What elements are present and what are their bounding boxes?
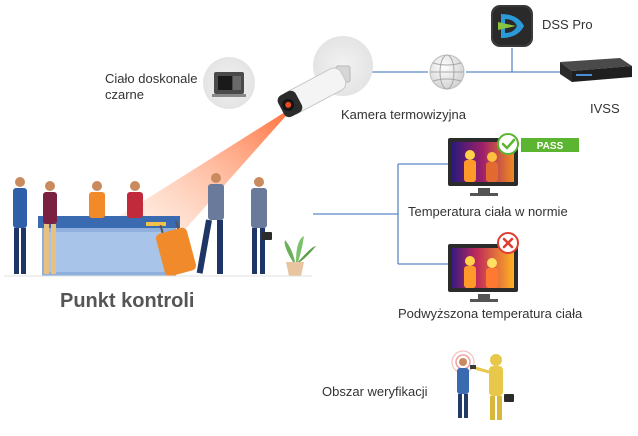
verification-label: Obszar weryfikacji	[322, 384, 428, 399]
x-circle-icon	[497, 232, 519, 254]
connection-lines	[313, 48, 560, 265]
globe-network-icon	[429, 54, 465, 90]
camera-label: Kamera termowizyjna	[341, 107, 466, 122]
traveler-figures	[155, 173, 272, 277]
dss-pro-app-icon	[491, 5, 533, 47]
ivss-recorder-icon	[560, 58, 632, 82]
dss-pro-label: DSS Pro	[542, 17, 593, 32]
potted-plant	[284, 236, 316, 276]
high-temp-label: Podwyższona temperatura ciała	[398, 306, 583, 321]
high-temp-monitor	[448, 244, 518, 302]
checkpoint-counter	[38, 216, 180, 276]
thermal-bullet-camera-icon	[277, 36, 373, 118]
check-circle-icon	[497, 133, 519, 155]
svg-text:PASS: PASS	[537, 141, 564, 152]
blackbody-label: Ciało doskonale czarne	[105, 71, 198, 102]
verification-figures	[451, 350, 514, 420]
normal-temp-label: Temperatura ciała w normie	[408, 204, 568, 219]
thermal-beam	[110, 100, 300, 252]
blackbody-device-icon	[203, 57, 255, 109]
checkpoint-label: Punkt kontroli	[60, 290, 195, 312]
ivss-label: IVSS	[590, 101, 620, 116]
staff-figures	[13, 177, 143, 274]
pass-badge: PASS	[521, 138, 579, 152]
